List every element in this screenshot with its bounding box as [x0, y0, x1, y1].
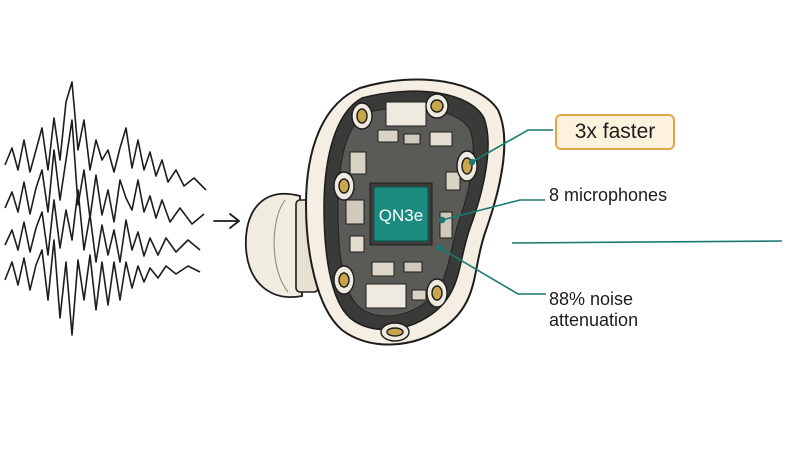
board-components: [345, 101, 461, 309]
sound-wave-icon: [4, 81, 207, 336]
arrow-right-icon: [213, 213, 241, 229]
microphone-icon: [456, 150, 478, 182]
sound-wave-line: [4, 81, 207, 191]
speed-leader: [471, 129, 553, 163]
divider-line: [511, 240, 783, 244]
microphones-leader: [441, 199, 545, 221]
microphone-icon: [351, 102, 373, 130]
sound-wave-line: [4, 239, 201, 336]
chip-label: QN3e: [379, 206, 423, 225]
noise-callout: 88% noise attenuation: [549, 289, 638, 331]
sound-wave-line: [4, 119, 205, 225]
microphone-icon: [333, 265, 355, 295]
microphone-icon: [380, 322, 410, 342]
sound-wave-line: [4, 189, 201, 263]
noise-callout-line1: 88% noise: [549, 289, 634, 309]
microphones-callout: 8 microphones: [549, 185, 668, 205]
microphone-icon: [426, 278, 448, 308]
callout-leaders: [436, 129, 783, 295]
noise-leader: [439, 247, 546, 295]
noise-callout-line2: attenuation: [549, 310, 639, 330]
microphone-icon: [425, 93, 449, 119]
microphone-icon: [333, 171, 355, 201]
speed-callout: 3x faster: [555, 114, 675, 150]
speed-callout-text: 3x faster: [574, 120, 656, 143]
chip: QN3e: [369, 182, 433, 246]
